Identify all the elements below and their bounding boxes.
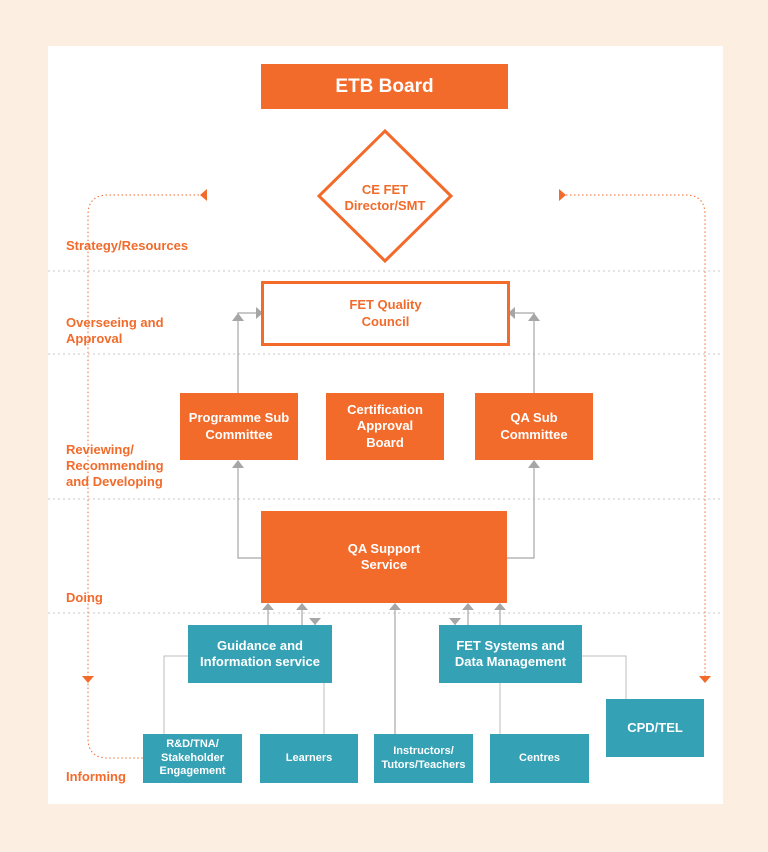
learners-label: Learners xyxy=(285,751,333,764)
ce-fet-label: CE FET Director/SMT xyxy=(344,182,426,213)
arrow-up-qasub xyxy=(528,460,540,468)
level-informing: Informing xyxy=(66,769,126,784)
rd-tna-box: R&D/TNA/ Stakeholder Engagement xyxy=(143,734,242,783)
guidance-label: Guidance and Information service xyxy=(200,637,320,669)
arrow-down-guidance xyxy=(309,618,321,625)
learners-box: Learners xyxy=(260,734,358,783)
cpd-tel-box: CPD/TEL xyxy=(606,699,704,757)
loop-arrow-down-right xyxy=(699,676,711,683)
loop-arrow-right xyxy=(559,189,566,201)
certification-label: Certification Approval Board xyxy=(347,402,423,450)
loop-arrow-left xyxy=(200,189,207,201)
programme-sub-box: Programme Sub Committee xyxy=(180,393,298,460)
qa-sub-box: QA Sub Committee xyxy=(475,393,593,460)
cpd-tel-label: CPD/TEL xyxy=(627,719,683,735)
qa-support-box: QA Support Service xyxy=(261,511,507,603)
arrow-up-support-4 xyxy=(462,603,474,610)
connector-programme-council xyxy=(237,312,261,393)
instructors-box: Instructors/ Tutors/Teachers xyxy=(374,734,473,783)
quality-council-label: FET Quality Council xyxy=(349,297,422,329)
qa-support-label: QA Support Service xyxy=(347,540,421,572)
fet-systems-box: FET Systems and Data Management xyxy=(439,625,582,683)
connector-support-qasub xyxy=(507,465,535,559)
instructors-label: Instructors/ Tutors/Teachers xyxy=(381,744,466,771)
arrow-right-council xyxy=(256,307,263,319)
rd-tna-label: R&D/TNA/ Stakeholder Engagement xyxy=(159,737,226,778)
certification-box: Certification Approval Board xyxy=(326,393,444,460)
connector-support-programme xyxy=(237,465,261,559)
etb-board-box: ETB Board xyxy=(261,64,508,109)
ce-fet-diamond xyxy=(316,128,454,264)
arrow-up-council-left xyxy=(232,313,244,321)
loop-left xyxy=(87,194,203,759)
connector-guidance-rd xyxy=(163,655,188,734)
programme-sub-label: Programme Sub Committee xyxy=(188,410,290,442)
arrow-up-council-right xyxy=(528,313,540,321)
quality-council-box: FET Quality Council xyxy=(261,281,510,346)
arrow-up-programme xyxy=(232,460,244,468)
connector-fet-cpd xyxy=(582,655,627,699)
centres-box: Centres xyxy=(490,734,589,783)
centres-label: Centres xyxy=(519,751,560,764)
level-doing: Doing xyxy=(66,590,103,605)
level-strategy: Strategy/Resources xyxy=(66,238,189,253)
connector-qasub-council xyxy=(510,312,535,393)
fet-systems-label: FET Systems and Data Management xyxy=(454,637,567,669)
loop-arrow-down-left xyxy=(82,676,94,683)
loop-right xyxy=(562,194,706,678)
level-overseeing: Overseeing and Approval xyxy=(66,315,164,346)
arrow-up-support-1 xyxy=(262,603,274,610)
level-reviewing: Reviewing/ Recommending and Developing xyxy=(66,442,164,489)
qa-sub-label: QA Sub Committee xyxy=(500,410,568,442)
etb-board-label: ETB Board xyxy=(335,75,434,97)
guidance-box: Guidance and Information service xyxy=(188,625,332,683)
arrow-up-support-3 xyxy=(389,603,401,610)
arrow-left-council xyxy=(508,307,515,319)
arrow-up-support-2 xyxy=(296,603,308,610)
arrow-down-fet xyxy=(449,618,461,625)
arrow-up-support-5 xyxy=(494,603,506,610)
